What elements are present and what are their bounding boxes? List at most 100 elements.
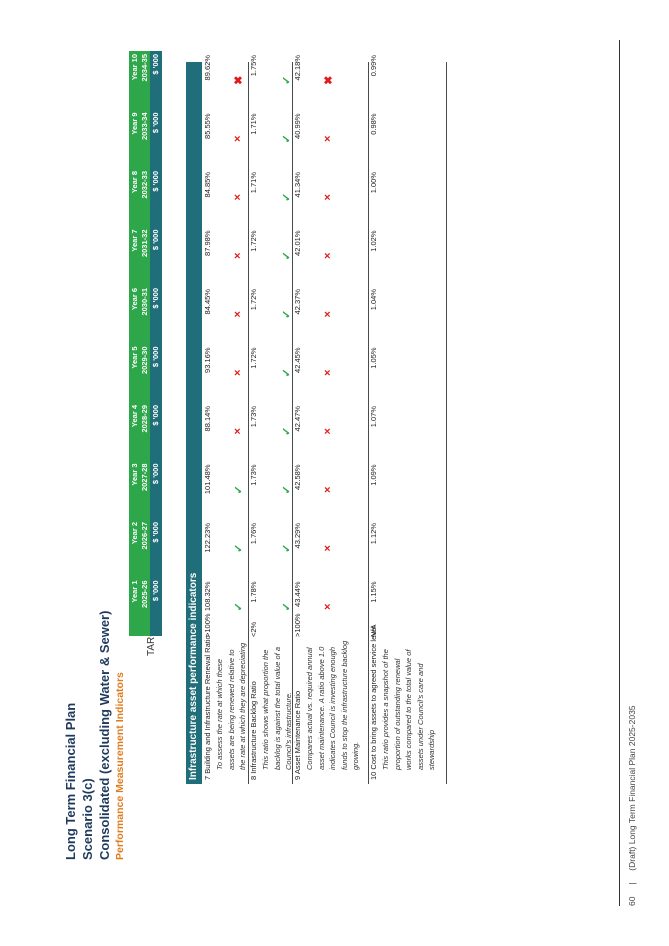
value-cell: 1.07%: [369, 406, 378, 428]
page-footer: 60 | (Draft) Long Term Financial Plan 20…: [627, 705, 637, 906]
value-cell: 1.15%: [369, 581, 378, 603]
indicator-title: 7 Building and Infrastructure Renewal Ra…: [203, 635, 212, 780]
value-cell: 88.14%: [203, 406, 212, 432]
cross-icon: ×: [232, 252, 244, 259]
value-cell: 1.72%: [249, 347, 258, 369]
column-header-year: Year 6: [129, 285, 140, 344]
value-cell: 101.48%: [203, 464, 212, 495]
cross-icon: ×: [232, 135, 244, 142]
column-header-period: 2026-27: [140, 519, 150, 578]
scenario-title: Scenario 3(c): [80, 778, 95, 860]
table-row: 7 Building and Infrastructure Renewal Ra…: [202, 55, 249, 784]
footer-separator: |: [627, 882, 637, 885]
value-cell: 42.45%: [293, 347, 302, 373]
cross-icon: ×: [322, 603, 334, 610]
value-cell: 1.05%: [369, 347, 378, 369]
value-cell: 85.55%: [203, 113, 212, 139]
tick-icon: ✓: [233, 602, 245, 612]
plan-title: Long Term Financial Plan: [63, 702, 78, 860]
cross-icon: ×: [232, 428, 244, 435]
value-cell: 1.12%: [369, 523, 378, 545]
value-cell: 1.00%: [369, 172, 378, 194]
value-cell: 0.98%: [369, 113, 378, 135]
footer-text: (Draft) Long Term Financial Plan 2025-20…: [627, 705, 637, 871]
value-cell: 42.01%: [293, 230, 302, 256]
cross-icon: ✖: [233, 75, 245, 85]
value-cell: 43.29%: [293, 523, 302, 549]
table-row: 10 Cost to bring assets to agreed servic…: [368, 55, 447, 784]
value-cell: 1.75%: [249, 55, 258, 77]
column-header-unit: $ '000: [150, 402, 162, 461]
value-cell: 40.99%: [293, 113, 302, 139]
cross-icon: ×: [322, 194, 334, 201]
cross-icon: ×: [232, 194, 244, 201]
column-header-period: 2028-29: [140, 402, 150, 461]
value-cell: 84.85%: [203, 172, 212, 198]
cross-icon: ×: [322, 428, 334, 435]
value-cell: 1.71%: [249, 113, 258, 135]
column-header-period: 2029-30: [140, 343, 150, 402]
column-header-unit: $ '000: [150, 519, 162, 578]
column-header-unit: $ '000: [150, 226, 162, 285]
indicator-description: To assess the rate at which these assets…: [215, 642, 248, 770]
indicator-title: 9 Asset Maintenance Ratio: [293, 690, 302, 780]
column-header-year: Year 7: [129, 226, 140, 285]
column-header-year: Year 10: [129, 51, 140, 110]
column-header-unit: $ '000: [150, 109, 162, 168]
cross-icon: ×: [322, 252, 334, 259]
value-cell: 1.73%: [249, 464, 258, 486]
cross-icon: ×: [322, 311, 334, 318]
section-header: Infrastructure asset performance indicat…: [186, 62, 202, 784]
column-header-period: 2034-35: [140, 51, 150, 110]
column-header-year: Year 1: [129, 577, 140, 636]
value-cell: 84.45%: [203, 289, 212, 315]
column-header-unit: $ '000: [150, 460, 162, 519]
column-header-unit: $ '000: [150, 168, 162, 227]
column-header-unit: $ '000: [150, 577, 162, 636]
value-cell: 1.73%: [249, 406, 258, 428]
value-cell: 108.32%: [203, 581, 212, 612]
value-cell: 1.09%: [369, 464, 378, 486]
indicator-description: Compares actual vs. required annual asse…: [305, 640, 361, 770]
cross-icon: ×: [322, 545, 334, 552]
indicator-description: This ratio provides a snapshot of the pr…: [381, 649, 437, 770]
cross-icon: ×: [322, 135, 334, 142]
value-cell: 1.72%: [249, 289, 258, 311]
column-header-unit: $ '000: [150, 51, 162, 110]
value-cell: 1.72%: [249, 230, 258, 252]
indicator-title: 8 Infrastructure Backlog Ratio: [249, 681, 258, 780]
column-header-period: 2033-34: [140, 109, 150, 168]
cross-icon: ×: [232, 369, 244, 376]
value-cell: 89.62%: [203, 55, 212, 81]
cross-icon: ✖: [323, 75, 335, 85]
column-header-year: Year 5: [129, 343, 140, 402]
cross-icon: ×: [322, 486, 334, 493]
indicators-subtitle: Performance Measurement Indicators: [114, 672, 126, 860]
value-cell: 93.16%: [203, 347, 212, 373]
value-cell: 42.37%: [293, 289, 302, 315]
column-header-unit: $ '000: [150, 285, 162, 344]
value-cell: 43.44%: [293, 581, 302, 607]
column-header-period: 2031-32: [140, 226, 150, 285]
column-header-period: 2032-33: [140, 168, 150, 227]
value-cell: 42.47%: [293, 406, 302, 432]
indicator-title: 10 Cost to bring assets to agreed servic…: [369, 626, 378, 780]
indicator-description: This ratio shows what proportion the bac…: [261, 647, 294, 770]
column-header-year: Year 9: [129, 109, 140, 168]
value-cell: 87.98%: [203, 230, 212, 256]
tick-icon: ✓: [233, 485, 245, 495]
page-number: 60: [627, 896, 637, 906]
value-cell: 1.78%: [249, 581, 258, 603]
footer-divider: [619, 40, 620, 906]
tick-icon: ✓: [233, 543, 245, 553]
